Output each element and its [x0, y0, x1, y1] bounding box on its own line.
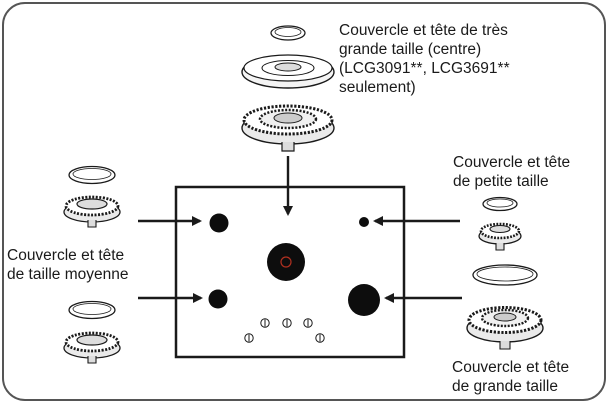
label-medium-cap-and-head: Couvercle et tête de taille moyenne [7, 246, 129, 284]
small-burner-icon [478, 196, 522, 251]
label-line: Couvercle et tête [452, 359, 570, 376]
extra-large-burner-icon [241, 25, 335, 152]
knob-icon [303, 318, 313, 328]
label-line: (LCG3091**, LCG3691** [339, 60, 510, 77]
large-burner-icon [466, 264, 544, 350]
label-extra-large-cap-and-head: Couvercle et tête de très grande taille … [339, 21, 510, 97]
knob-icon [282, 318, 292, 328]
knob-icon [315, 333, 325, 343]
label-line: seulement) [339, 79, 416, 96]
medium-burner-top-icon [63, 165, 121, 228]
burner-center-accent [280, 256, 292, 268]
knob-icon [244, 333, 254, 343]
control-knobs [244, 318, 325, 343]
label-line: Couvercle et tête de très [339, 22, 508, 39]
burner-top-left-medium [209, 213, 229, 233]
burner-bottom-left-medium [208, 289, 228, 309]
label-line: Couvercle et tête [453, 154, 571, 171]
burner-large [348, 284, 380, 316]
label-line: de petite taille [453, 173, 549, 190]
pointer-arrows [138, 156, 462, 303]
label-line: grande taille (centre) [339, 41, 482, 58]
burner-small [359, 217, 369, 227]
label-line: de grande taille [452, 378, 558, 395]
label-small-cap-and-head: Couvercle et tête de petite taille [453, 153, 570, 191]
burner-center-extra-large [267, 243, 305, 281]
knob-icon [260, 318, 270, 328]
medium-burner-bottom-icon [63, 300, 121, 364]
label-line: de taille moyenne [7, 266, 129, 283]
label-large-cap-and-head: Couvercle et tête de grande taille [452, 358, 569, 396]
label-line: Couvercle et tête [7, 247, 125, 264]
